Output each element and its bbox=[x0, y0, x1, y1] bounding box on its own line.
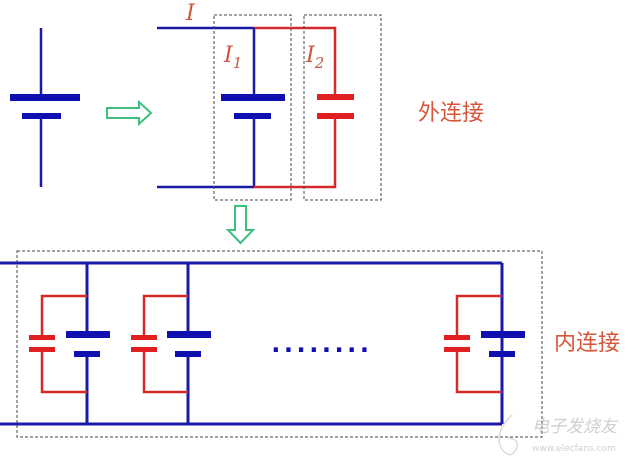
capacitor-plate-bottom bbox=[29, 347, 55, 352]
svg-text:电子发烧友: 电子发烧友 bbox=[532, 417, 619, 437]
ellipsis-dots: ........ bbox=[268, 329, 369, 359]
dashed-box-battery bbox=[213, 14, 292, 201]
label-internal-connection: 内连接 bbox=[554, 331, 620, 356]
capacitor-wire-bottom bbox=[40, 350, 87, 394]
label-total-current: I bbox=[185, 1, 196, 26]
capacitor-wire-top bbox=[40, 294, 87, 337]
internal-connection-circuit: ........ bbox=[0, 250, 543, 438]
label-current-1: I1 bbox=[223, 43, 242, 72]
svg-text:www.elecfans.com: www.elecfans.com bbox=[532, 444, 616, 454]
battery-plate-short bbox=[175, 351, 201, 357]
capacitor-wire-top bbox=[142, 294, 188, 337]
capacitor-wire-bottom bbox=[142, 350, 188, 394]
single-battery bbox=[10, 28, 80, 187]
label-current-2: I2 bbox=[305, 43, 324, 72]
down-arrow-icon bbox=[225, 205, 256, 245]
capacitor-plate-top bbox=[131, 335, 157, 340]
external-connection-circuit bbox=[157, 14, 382, 201]
label-external-connection: 外连接 bbox=[418, 101, 484, 126]
battery-plate-long bbox=[167, 331, 211, 338]
watermark-logo: 电子发烧友 www.elecfans.com bbox=[498, 414, 619, 456]
dashed-box-capacitor bbox=[303, 14, 382, 201]
battery-plate-short bbox=[74, 351, 100, 357]
battery-plate-long bbox=[66, 331, 110, 338]
battery-plate-short bbox=[489, 351, 515, 357]
dashed-box-internal bbox=[16, 250, 543, 438]
capacitor-plate-top bbox=[29, 335, 55, 340]
capacitor-wire-bottom bbox=[455, 350, 502, 394]
right-arrow-icon bbox=[106, 99, 153, 127]
capacitor-plate-bottom bbox=[444, 347, 470, 352]
battery-plate-long bbox=[481, 331, 525, 338]
capacitor-wire-top bbox=[455, 294, 502, 337]
capacitor-plate-top bbox=[444, 335, 470, 340]
capacitor-plate-bottom bbox=[131, 347, 157, 352]
